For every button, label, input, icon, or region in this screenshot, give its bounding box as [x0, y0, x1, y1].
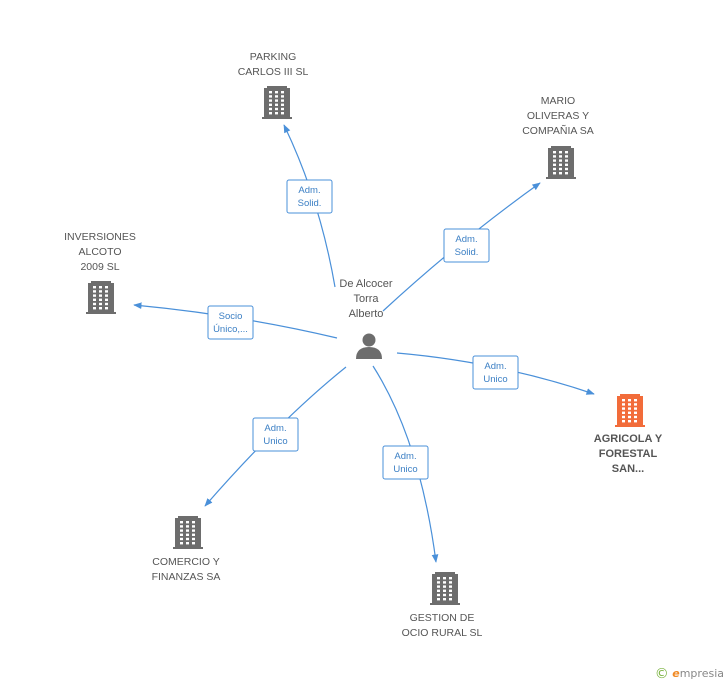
- node-parking[interactable]: PARKING CARLOS III SL: [238, 51, 309, 119]
- building-icon: [173, 516, 203, 549]
- edge-label-box[interactable]: [252, 417, 299, 452]
- edge-label-text: Adm.: [394, 451, 416, 462]
- edge-label-text: Socio: [219, 311, 243, 322]
- edge-label-text: Solid.: [455, 247, 479, 258]
- edge-mario[interactable]: Adm. Solid.: [382, 182, 541, 312]
- node-gestion[interactable]: GESTION DE OCIO RURAL SL: [402, 572, 483, 639]
- node-label: MARIO: [541, 95, 575, 107]
- node-label: FORESTAL: [599, 448, 658, 460]
- edge-label-box[interactable]: [382, 445, 429, 480]
- brand-name: mpresia: [679, 667, 724, 680]
- edge-inversiones[interactable]: SocioÚnico,...: [133, 302, 338, 340]
- building-icon: [615, 394, 645, 427]
- node-label: COMPAÑIA SA: [522, 124, 594, 137]
- edge-comercio[interactable]: Adm. Unico: [204, 366, 347, 507]
- node-label: CARLOS III SL: [238, 66, 309, 78]
- node-label: 2009 SL: [80, 261, 119, 273]
- node-label: FINANZAS SA: [152, 571, 221, 583]
- edge-label-text: Unico: [263, 436, 287, 447]
- node-mario[interactable]: MARIO OLIVERAS Y COMPAÑIA SA: [522, 95, 594, 179]
- building-icon: [546, 146, 576, 179]
- center-label: Alberto: [349, 308, 384, 320]
- node-label: OCIO RURAL SL: [402, 627, 483, 639]
- node-label: OLIVERAS Y: [527, 110, 589, 122]
- edge-label-text: Unico: [483, 374, 507, 385]
- edge-label-text: Unico: [393, 464, 417, 475]
- edge-label-text: Único,...: [213, 324, 248, 335]
- node-label: SAN...: [612, 463, 644, 475]
- node-label: GESTION DE: [410, 612, 475, 624]
- building-icon: [262, 86, 292, 119]
- edge-agricola[interactable]: Adm. Unico: [396, 352, 595, 395]
- node-label: AGRICOLA Y: [594, 433, 663, 445]
- person-icon: [356, 333, 382, 359]
- edge-label-text: Solid.: [298, 198, 322, 209]
- node-comercio[interactable]: COMERCIO Y FINANZAS SA: [152, 516, 221, 583]
- brand-e: e: [672, 667, 680, 680]
- copyright-symbol: ©: [654, 666, 669, 682]
- building-icon: [86, 281, 116, 314]
- edge-label-text: Adm.: [455, 234, 477, 245]
- center-label: De Alcocer: [339, 278, 393, 290]
- node-label: INVERSIONES: [64, 231, 136, 243]
- edge-parking[interactable]: Adm. Solid.: [283, 124, 336, 288]
- edge-label-box[interactable]: [286, 179, 333, 214]
- empresia-watermark: © empresia: [655, 666, 724, 682]
- node-agricola[interactable]: AGRICOLA Y FORESTAL SAN...: [594, 394, 663, 475]
- edge-label-box[interactable]: [472, 355, 519, 390]
- node-label: PARKING: [250, 51, 296, 63]
- center-label: Torra: [353, 293, 379, 305]
- node-inversiones[interactable]: INVERSIONES ALCOTO 2009 SL: [64, 231, 136, 314]
- edge-gestion[interactable]: Adm. Unico: [372, 365, 439, 563]
- node-label: ALCOTO: [79, 246, 122, 258]
- edge-label-box[interactable]: [207, 305, 254, 340]
- edge-label-text: Adm.: [264, 423, 286, 434]
- edge-label-text: Adm.: [298, 185, 320, 196]
- edge-label-text: Adm.: [484, 361, 506, 372]
- edge-label-box[interactable]: [443, 228, 490, 263]
- building-icon: [430, 572, 460, 605]
- node-label: COMERCIO Y: [152, 556, 219, 568]
